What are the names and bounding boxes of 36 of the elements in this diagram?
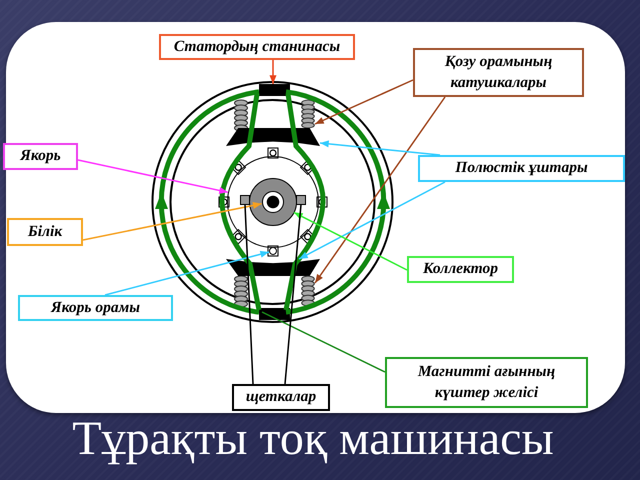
armature-disc xyxy=(227,156,319,248)
leader-line xyxy=(284,204,302,384)
leader-line xyxy=(294,212,408,271)
callout-label: Қозу орамының катушкалары xyxy=(444,52,554,92)
callout-label: Статордың станинасы xyxy=(174,36,340,57)
callout-box xyxy=(407,256,514,283)
leader-line xyxy=(270,60,276,84)
callout-label: Білік xyxy=(28,222,62,242)
callout-label: Якорь xyxy=(20,146,61,166)
shaft-disc xyxy=(262,190,284,212)
callout-box xyxy=(413,48,584,97)
stator-frame-block xyxy=(259,84,290,96)
leader-line xyxy=(320,140,440,156)
callout-box xyxy=(385,357,588,408)
field-coil xyxy=(301,100,315,128)
leader-line xyxy=(82,202,262,241)
callout-box xyxy=(418,155,625,182)
leader-line xyxy=(314,96,446,284)
callout-label: Коллектор xyxy=(422,259,498,280)
callout-box xyxy=(7,218,83,246)
field-coil xyxy=(301,276,315,306)
callout-label: Магнитті ағынның күштер желісі xyxy=(416,362,556,402)
leader-line xyxy=(78,159,228,194)
leader-line xyxy=(104,250,270,296)
leader-line xyxy=(314,79,414,125)
callout-box xyxy=(3,143,78,170)
callout-label: Полюстік ұштары xyxy=(455,158,588,178)
leader-line xyxy=(298,181,446,260)
callout-box xyxy=(159,34,355,60)
callout-box xyxy=(18,295,173,321)
callout-box xyxy=(232,384,330,411)
callout-label: Якорь орамы xyxy=(50,298,140,318)
callout-label: щеткалар xyxy=(246,387,316,408)
slide-title: Тұрақты тоқ машинасы xyxy=(72,412,554,466)
leader-line xyxy=(262,311,386,373)
leader-line xyxy=(244,204,254,384)
